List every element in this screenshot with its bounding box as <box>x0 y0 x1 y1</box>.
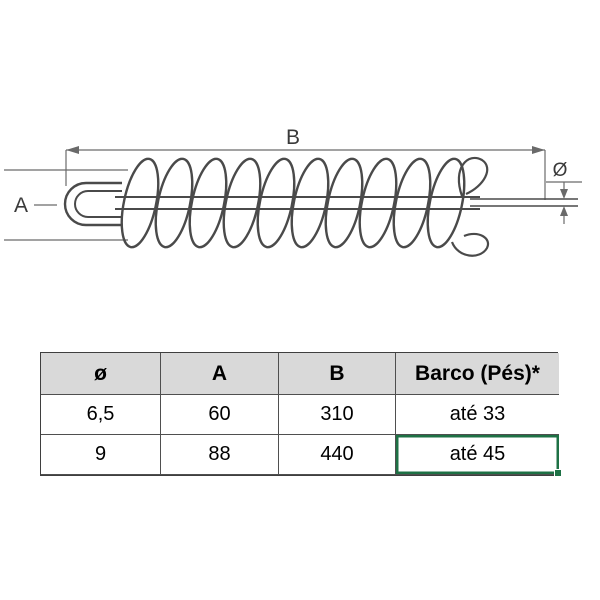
table-cell-a-2: 88 <box>161 435 279 475</box>
table-header-diameter: ø <box>41 353 161 395</box>
dim-diameter-label: Ø <box>553 160 568 181</box>
table-cell-diameter-2: 9 <box>41 435 161 475</box>
table-cell-diameter-1: 6,5 <box>41 395 161 435</box>
spring-technical-drawing: B A <box>4 126 582 257</box>
dim-a-label: A <box>14 194 28 217</box>
table-header-boat-feet: Barco (Pés)* <box>396 353 559 395</box>
dimension-a: A <box>4 169 128 241</box>
dimension-b: B <box>65 126 546 200</box>
spring-eye-loop <box>63 181 122 227</box>
dimension-diameter: Ø <box>546 160 582 224</box>
spring-end-hooks <box>450 156 490 257</box>
dim-b-label: B <box>286 126 300 149</box>
spring-coil <box>120 157 466 249</box>
spring-rod <box>115 196 578 210</box>
spec-table: ø A B Barco (Pés)* 6,5 60 310 até 33 9 8… <box>40 352 562 477</box>
table-header-b: B <box>279 353 396 395</box>
table-cell-a-1: 60 <box>161 395 279 435</box>
table-header-a: A <box>161 353 279 395</box>
table-cell-boat-2-value: até 45 <box>449 443 506 465</box>
table-cell-boat-1: até 33 <box>396 395 559 435</box>
table-cell-b-2: 440 <box>279 435 396 475</box>
table-cell-boat-2-selected: até 45 <box>396 435 562 477</box>
selection-fill-handle <box>554 469 562 477</box>
table-cell-b-1: 310 <box>279 395 396 435</box>
